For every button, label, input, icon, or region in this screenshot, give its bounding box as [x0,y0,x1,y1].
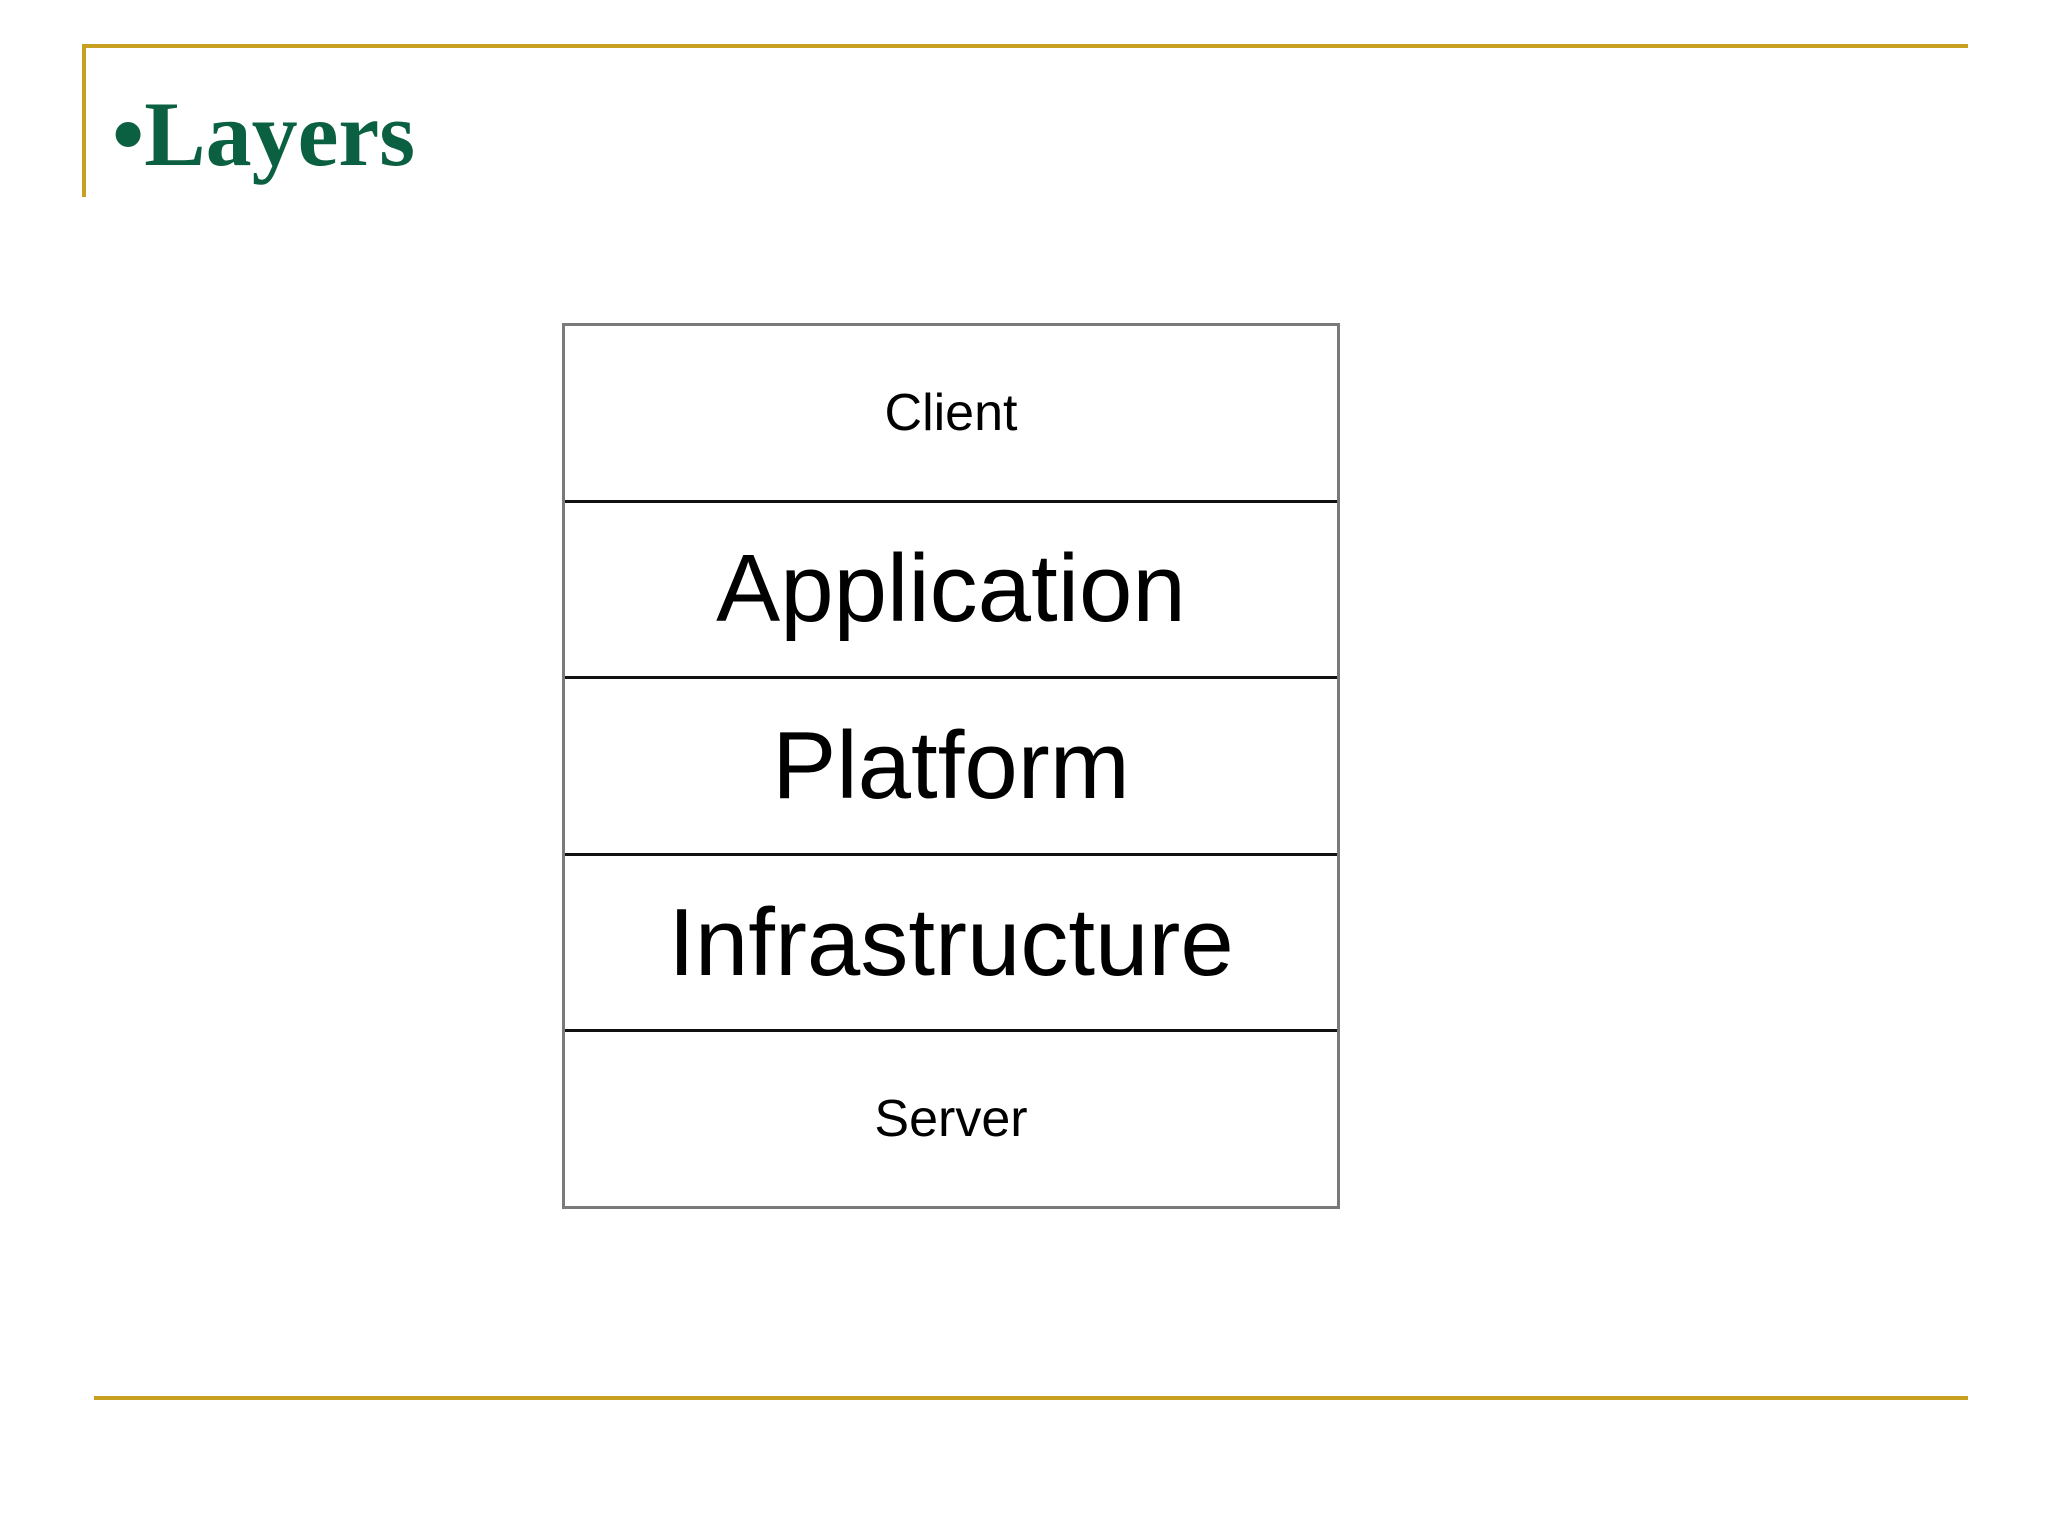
layer-label-infrastructure: Infrastructure [668,888,1234,996]
layer-row-server: Server [565,1029,1337,1206]
layer-label-platform: Platform [772,711,1130,819]
layer-row-client: Client [565,326,1337,500]
layer-row-infrastructure: Infrastructure [565,852,1337,1030]
page-title: •Layers [112,83,416,185]
layer-row-application: Application [565,499,1337,677]
layer-row-platform: Platform [565,676,1337,853]
layer-label-application: Application [716,535,1186,643]
left-accent-rule [82,44,86,197]
layer-label-client: Client [884,383,1018,442]
bottom-accent-rule [94,1396,1968,1400]
slide-title-block: •Layers [112,64,1812,204]
layer-stack-diagram: Client Application Platform Infrastructu… [562,323,1340,1209]
layer-label-server: Server [874,1090,1028,1149]
top-accent-rule [82,44,1968,48]
